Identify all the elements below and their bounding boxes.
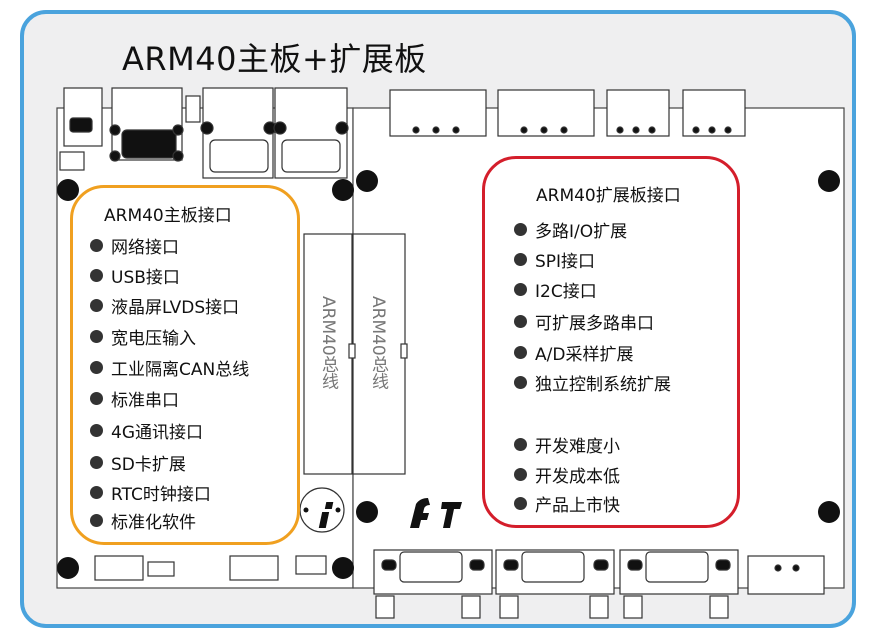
bullet-icon <box>90 514 103 527</box>
main-board-top-connectors <box>59 87 349 179</box>
page-title: ARM40主板+扩展板 <box>122 40 427 78</box>
bullet-icon <box>90 361 103 374</box>
main-board-item: 工业隔离CAN总线 <box>90 355 249 380</box>
bullet-icon <box>514 376 527 389</box>
bullet-icon <box>90 392 103 405</box>
main-board-item: RTC时钟接口 <box>90 480 211 505</box>
expansion-board-item: I2C接口 <box>514 277 597 302</box>
expansion-board-item: 独立控制系统扩展 <box>514 370 671 395</box>
mounting-holes <box>57 170 840 579</box>
bullet-icon <box>90 239 103 252</box>
main-board-interface-box <box>70 185 300 545</box>
bullet-icon <box>514 223 527 236</box>
bullet-icon <box>90 330 103 343</box>
expansion-board-interface-box <box>482 156 740 528</box>
expansion-board-item: 多路I/O扩展 <box>514 217 627 242</box>
fit-logo-icon <box>318 498 462 528</box>
expansion-board-item: 可扩展多路串口 <box>514 309 654 334</box>
bullet-icon <box>514 315 527 328</box>
bullet-icon <box>514 346 527 359</box>
expansion-board-feature: 开发成本低 <box>514 462 620 487</box>
bullet-icon <box>90 299 103 312</box>
bullet-icon <box>90 456 103 469</box>
bullet-icon <box>514 283 527 296</box>
bullet-icon <box>90 424 103 437</box>
bullet-icon <box>514 497 527 510</box>
expansion-board-feature: 产品上市快 <box>514 491 620 516</box>
bus-label: ARM40总线 <box>368 296 388 390</box>
expansion-board-feature: 开发难度小 <box>514 432 620 457</box>
bullet-icon <box>90 486 103 499</box>
main-board-item: 4G通讯接口 <box>90 418 203 443</box>
battery-icon <box>299 487 345 533</box>
main-board-item: 网络接口 <box>90 233 179 258</box>
bus-label: ARM40总线 <box>318 296 338 390</box>
bus-connectors <box>303 233 408 475</box>
main-board-item: 标准串口 <box>90 386 179 411</box>
expansion-board-item: A/D采样扩展 <box>514 340 633 365</box>
expansion-board-item: SPI接口 <box>514 247 595 272</box>
bullet-icon <box>90 269 103 282</box>
expansion-board-title: ARM40扩展板接口 <box>536 186 681 206</box>
main-board-title: ARM40主板接口 <box>104 206 232 226</box>
main-board-item: 标准化软件 <box>90 508 196 533</box>
bullet-icon <box>514 438 527 451</box>
expansion-board-top-connectors <box>389 89 746 137</box>
main-board-item: SD卡扩展 <box>90 450 186 475</box>
main-board-item: USB接口 <box>90 263 180 288</box>
bullet-icon <box>514 253 527 266</box>
bullet-icon <box>514 468 527 481</box>
main-board-item: 液晶屏LVDS接口 <box>90 293 239 318</box>
expansion-bottom-connectors <box>373 549 825 619</box>
main-board-bottom-headers <box>94 555 327 581</box>
main-board-item: 宽电压输入 <box>90 324 196 349</box>
